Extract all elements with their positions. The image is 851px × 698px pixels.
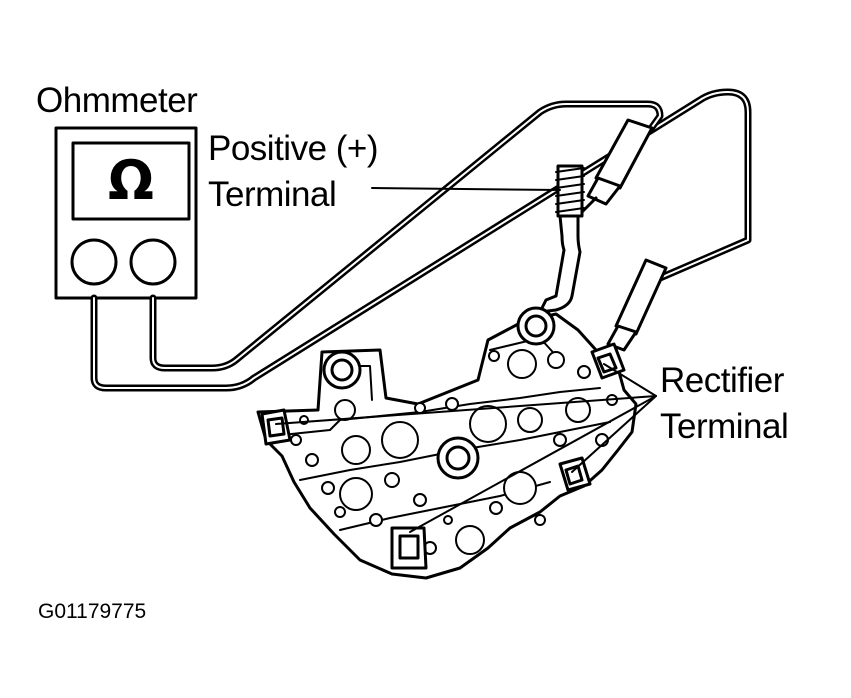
positive-terminal-label-line1: Positive (+) xyxy=(208,129,379,168)
figure-code: G01179775 xyxy=(38,600,147,623)
ohmmeter-display xyxy=(71,141,191,221)
probe-positive xyxy=(578,118,654,216)
ohmmeter-device xyxy=(54,126,198,300)
positive-terminal-stud xyxy=(538,164,585,314)
rectifier-assembly xyxy=(256,306,638,580)
meter-jack-right xyxy=(129,238,177,286)
rectifier-terminal-label-line2: Terminal xyxy=(660,407,789,446)
leader-positive-terminal xyxy=(371,187,561,191)
ohmmeter-label: Ohmmeter xyxy=(36,81,198,120)
meter-jack-left xyxy=(70,238,118,286)
positive-terminal-label-line2: Terminal xyxy=(208,175,337,214)
ohm-symbol-icon: Ω xyxy=(108,149,154,212)
leader-rectifier-terminal xyxy=(275,363,657,533)
rectifier-terminal-label-line1: Rectifier xyxy=(660,361,784,400)
